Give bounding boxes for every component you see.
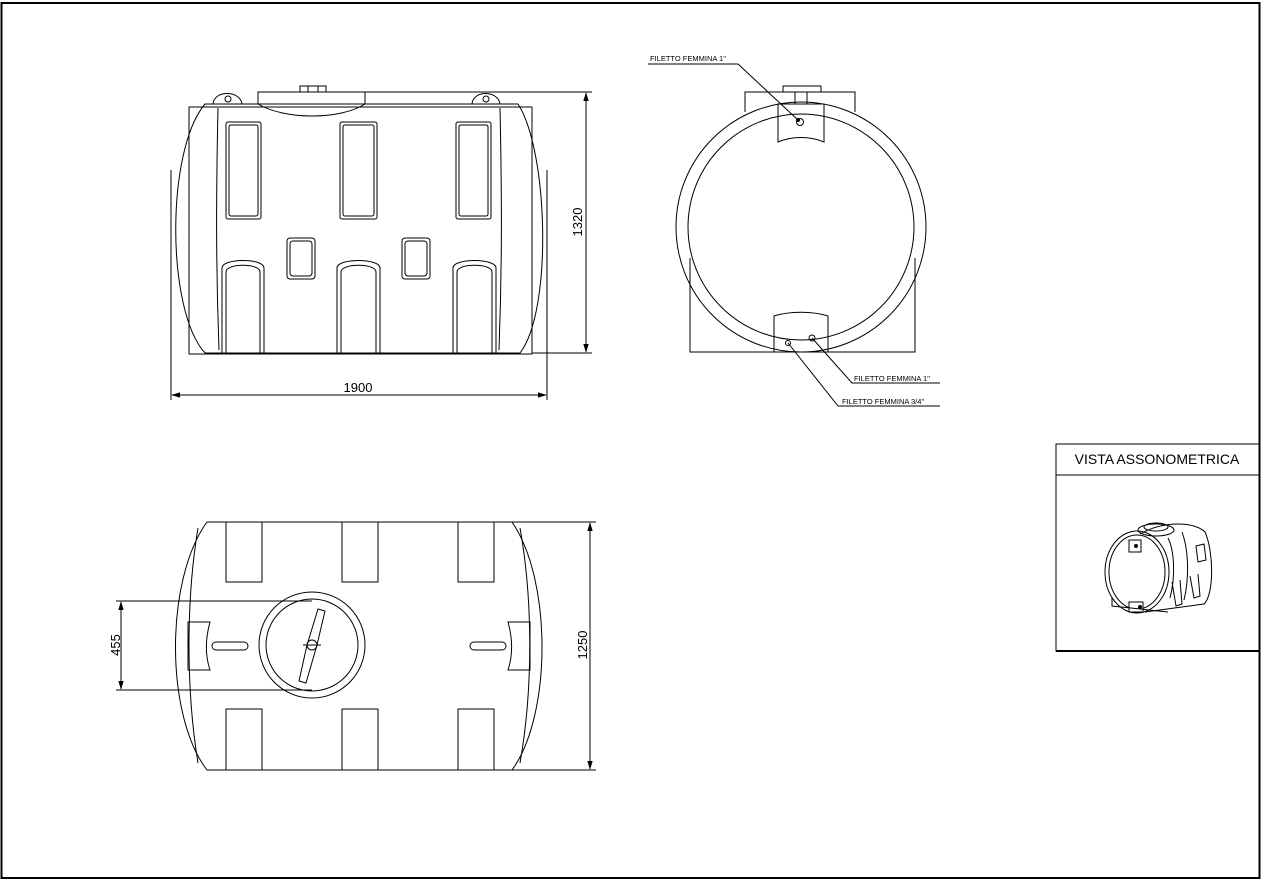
top-view-body (175, 521, 543, 771)
front-height-label: 1320 (570, 208, 585, 237)
left-lifting-lug (212, 93, 243, 105)
top-fitting-label: FILETTO FEMMINA 1" (650, 54, 726, 63)
upper-recess-1 (225, 121, 262, 220)
top-fitting-callout (648, 63, 800, 122)
bottom-fitting-hole-2 (808, 334, 816, 342)
top-fitting-hole (796, 118, 804, 126)
bottom-fitting-callout-1 (811, 337, 940, 384)
bottom-pocket-1 (225, 708, 263, 771)
bottom-fitting-callout-2 (787, 342, 940, 407)
top-pocket-3 (457, 521, 495, 583)
side-view (675, 85, 927, 353)
bottom-fitting-hole-1 (785, 340, 791, 346)
foot-1 (221, 260, 265, 353)
front-view (175, 85, 544, 355)
top-view (175, 521, 543, 771)
lid-dimension (116, 600, 312, 691)
lid-dimension-label: 455 (108, 634, 123, 656)
top-fitting-pad (777, 103, 825, 143)
top-pocket-1 (225, 521, 263, 583)
left-slot (211, 641, 249, 651)
bottom-pocket-3 (457, 708, 495, 771)
front-width-dimension (170, 170, 548, 400)
side-view-shell-inner (687, 113, 915, 341)
side-view-shell-outer (675, 101, 927, 353)
front-width-label: 1900 (344, 380, 373, 395)
top-pocket-2 (341, 521, 379, 583)
bottom-fitting-label-1: FILETTO FEMMINA 1" (854, 374, 930, 383)
bottom-pocket-2 (341, 708, 379, 771)
foot-2 (336, 260, 381, 353)
depth-dimension-label: 1250 (575, 631, 590, 660)
front-view-base (188, 106, 533, 355)
bottom-fitting-label-2: FILETTO FEMMINA 3/4" (842, 397, 924, 406)
axonometric-inset: VISTA ASSONOMETRICA (1055, 443, 1260, 652)
left-side-lug (187, 621, 211, 671)
lid-inner (265, 598, 359, 692)
depth-dimension (512, 521, 596, 771)
bottom-fitting-pad (773, 311, 829, 353)
lid-handle (298, 608, 326, 684)
upper-recess-2 (339, 121, 378, 220)
middle-recess-2 (401, 237, 431, 280)
middle-recess-1 (286, 237, 316, 280)
upper-recess-3 (455, 121, 492, 220)
axonometric-tank-sketch (1104, 522, 1213, 614)
lid-outer (258, 591, 366, 699)
side-view-housing (689, 258, 916, 353)
front-view-lid (257, 91, 366, 117)
front-view-body (175, 103, 544, 354)
front-height-dimension (360, 91, 592, 354)
foot-3 (452, 260, 497, 353)
right-lifting-lug (471, 93, 501, 105)
right-side-lug (507, 621, 531, 671)
inset-title: VISTA ASSONOMETRICA (1075, 451, 1240, 467)
right-slot (469, 641, 507, 651)
